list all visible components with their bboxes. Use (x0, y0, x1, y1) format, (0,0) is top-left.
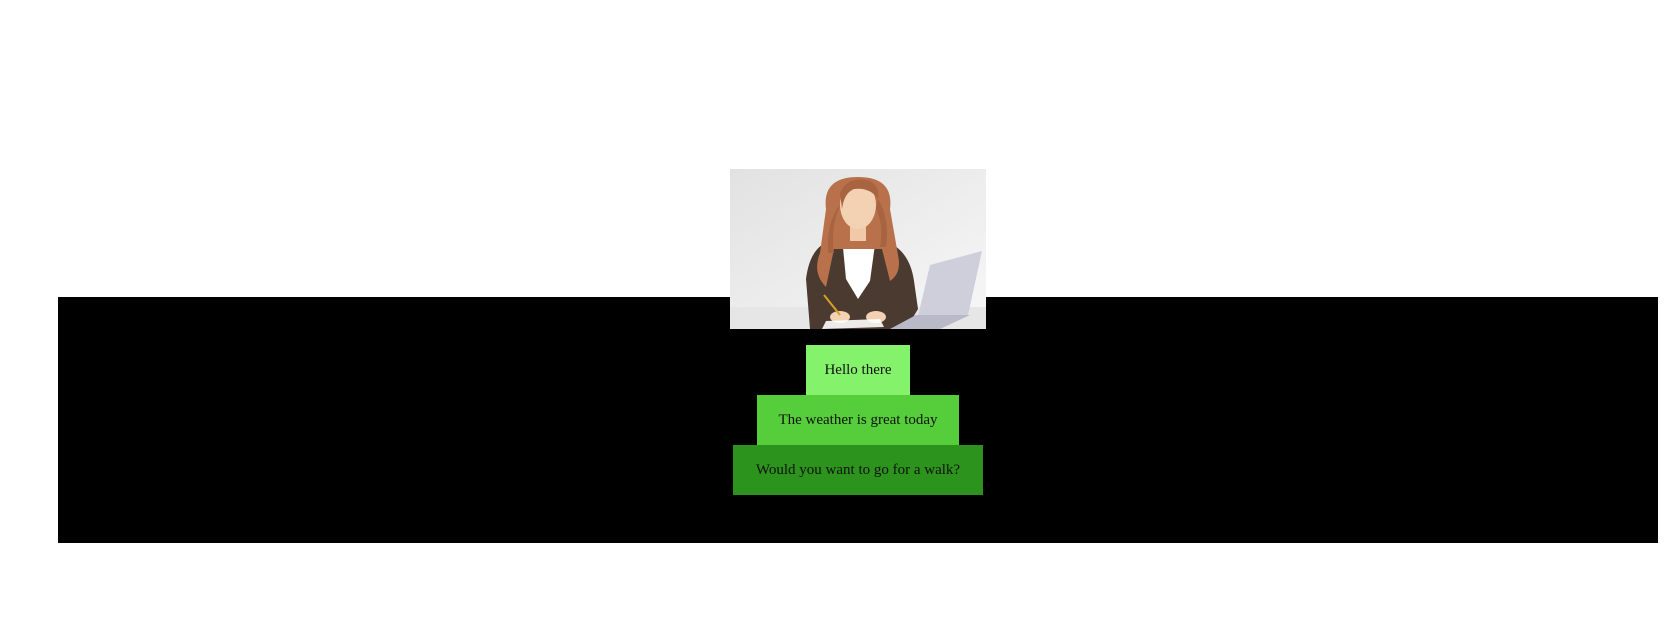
message-bubble-1: Hello there (806, 345, 910, 395)
message-bubble-2: The weather is great today (757, 395, 959, 445)
shirt (842, 237, 876, 299)
message-bubble-3: Would you want to go for a walk? (733, 445, 983, 495)
laptop (916, 251, 982, 325)
face (840, 181, 876, 229)
message-text: Would you want to go for a walk? (755, 462, 961, 478)
woman-laptop-illustration (730, 169, 986, 329)
message-text: The weather is great today (778, 412, 938, 428)
message-text: Hello there (824, 362, 892, 378)
woman-laptop-svg (730, 169, 986, 329)
